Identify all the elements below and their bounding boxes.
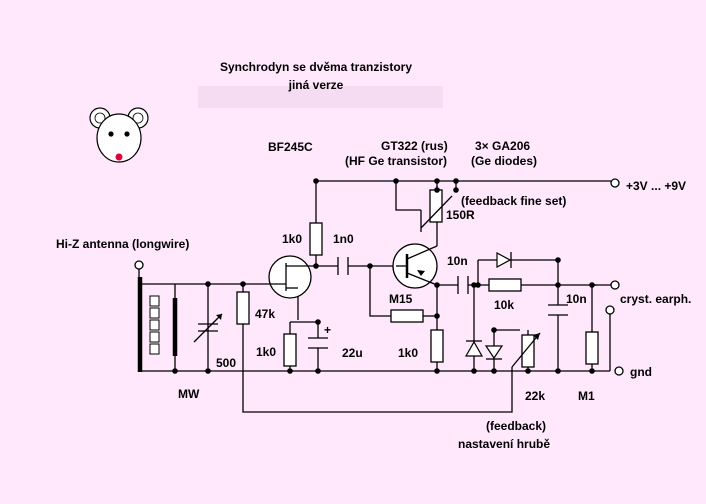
junction-dots bbox=[172, 178, 595, 374]
diodes-note: (Ge diodes) bbox=[471, 154, 537, 168]
capacitor-1n0 bbox=[337, 257, 349, 275]
feedback-note: (feedback) bbox=[486, 419, 546, 433]
ferrite-antenna bbox=[137, 277, 178, 372]
earphone-label: cryst. earph. bbox=[620, 292, 691, 306]
fet-bf245c bbox=[268, 255, 316, 299]
r47k-label: 47k bbox=[255, 307, 275, 321]
supply-terminal bbox=[610, 178, 620, 188]
r10k-label: 10k bbox=[494, 298, 514, 312]
fet-label: BF245C bbox=[268, 140, 313, 154]
pot-22k bbox=[511, 332, 541, 368]
resistor-47k bbox=[236, 291, 250, 325]
cap500-label: 500 bbox=[216, 356, 236, 370]
c10n-right-label: 10n bbox=[566, 292, 587, 306]
bjt-gt322 bbox=[392, 243, 438, 289]
r1k0-drain-label: 1k0 bbox=[282, 232, 302, 246]
rm1-label: M1 bbox=[578, 389, 595, 403]
rfc-m15-label: M15 bbox=[389, 292, 413, 306]
title-line-2: jiná verze bbox=[288, 78, 344, 92]
diode-middle bbox=[484, 345, 504, 360]
capacitor-10n-left bbox=[457, 276, 469, 294]
r1k0-source-label: 1k0 bbox=[256, 345, 276, 359]
ground-terminal bbox=[614, 366, 624, 376]
supply-label: +3V ... +9V bbox=[626, 179, 686, 193]
resistor-1k0-source bbox=[283, 333, 297, 367]
variable-capacitor bbox=[193, 313, 223, 343]
bjt-note: (HF Ge transistor) bbox=[345, 154, 447, 168]
antenna-label: Hi-Z antenna (longwire) bbox=[56, 237, 189, 251]
coarse-note: nastavení hrubě bbox=[458, 437, 550, 451]
c1n0-label: 1n0 bbox=[333, 232, 354, 246]
c22u-label: 22u bbox=[342, 346, 363, 360]
resistor-1k0-emitter bbox=[430, 329, 444, 363]
title-smudge bbox=[198, 86, 443, 108]
capacitor-22u: + bbox=[308, 323, 331, 349]
r150-label: 150R bbox=[446, 208, 475, 222]
diode-left bbox=[464, 340, 484, 357]
r1k0-emitter-label: 1k0 bbox=[398, 346, 418, 360]
resistor-10k bbox=[488, 278, 522, 292]
rfc-m15 bbox=[390, 309, 424, 323]
mouse-icon bbox=[89, 107, 149, 163]
coil-mw-label: MW bbox=[178, 387, 200, 401]
c10n-left-label: 10n bbox=[447, 254, 468, 268]
diode-top bbox=[496, 251, 512, 269]
wires bbox=[140, 180, 611, 413]
feedback-fine-label: (feedback fine set) bbox=[461, 194, 566, 208]
resistor-m1 bbox=[585, 331, 599, 365]
earphone-terminal-1 bbox=[610, 280, 620, 290]
pot22k-label: 22k bbox=[525, 389, 545, 403]
ground-label: gnd bbox=[630, 365, 652, 379]
title-line-1: Synchrodyn se dvěma tranzistory bbox=[220, 60, 412, 74]
capacitor-10n-right bbox=[548, 304, 568, 316]
resistor-1k0-drain bbox=[309, 222, 323, 256]
earphone-terminal-2 bbox=[605, 305, 615, 315]
diodes-count-label: 3× GA206 bbox=[475, 139, 530, 153]
polarity-plus: + bbox=[324, 323, 331, 337]
bjt-label: GT322 (rus) bbox=[381, 139, 448, 153]
antenna-terminal bbox=[134, 260, 144, 270]
